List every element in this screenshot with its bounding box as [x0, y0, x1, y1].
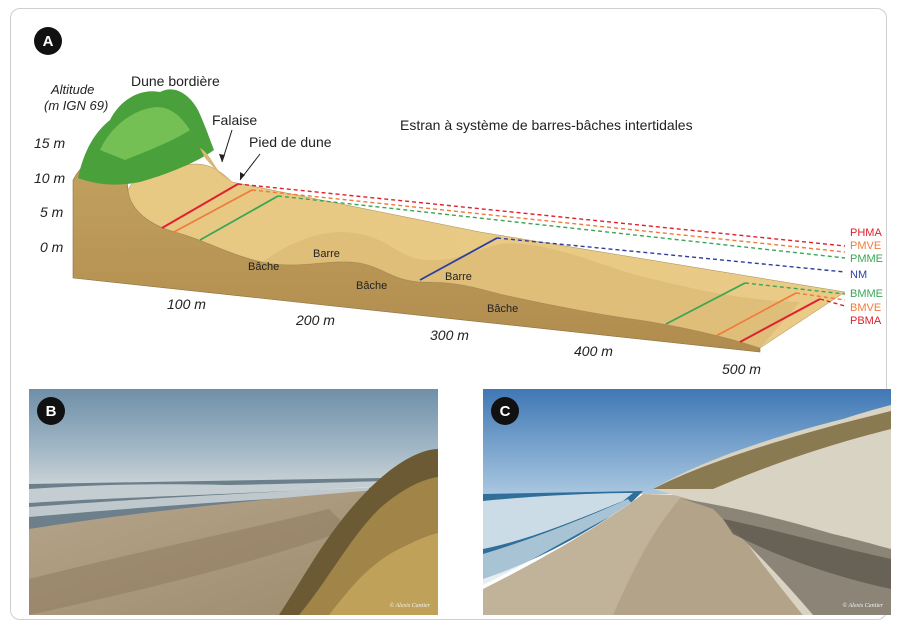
bar-shading — [262, 232, 800, 348]
level-line-pmme-a — [199, 195, 279, 241]
beach-profile-diagram: Altitude (m IGN 69) 15 m 10 m 5 m 0 m 10… — [34, 73, 883, 377]
photo-b: B © Alexis Cantier — [29, 389, 438, 615]
level-line-bmme-a — [665, 282, 746, 325]
axis-title-altitude: Altitude — [50, 82, 94, 97]
panel-b-badge: B — [37, 397, 65, 425]
level-line-pbma-a — [739, 298, 821, 343]
panel-a-badge: A — [34, 27, 62, 55]
axis-title-unit: (m IGN 69) — [44, 98, 108, 113]
dash-nm — [496, 237, 846, 273]
level-line-nm-a — [419, 237, 498, 281]
panel-c-badge: C — [491, 397, 519, 425]
dune-cliff — [200, 148, 238, 184]
y-tick-10: 10 m — [34, 170, 65, 186]
x-tick-200: 200 m — [295, 312, 335, 328]
label-bache-2: Bâche — [356, 280, 387, 292]
y-tick-0: 0 m — [40, 239, 64, 255]
level-label-phma: PHMA — [850, 227, 882, 239]
x-tick-400: 400 m — [574, 343, 613, 359]
level-line-pmve-a — [173, 189, 253, 233]
label-falaise: Falaise — [212, 112, 257, 128]
y-tick-5: 5 m — [40, 204, 64, 220]
level-line-bmve-a — [715, 292, 797, 337]
label-barre-2: Barre — [445, 271, 472, 283]
photo-b-credit: © Alexis Cantier — [389, 603, 430, 609]
label-barre-1: Barre — [313, 248, 340, 260]
pied-arrowhead — [240, 172, 245, 180]
dash-pmve — [251, 189, 846, 253]
photo-c-credit: © Alexis Cantier — [842, 603, 883, 609]
x-tick-100: 100 m — [167, 296, 206, 312]
photo-c: C © Alexis Cantier — [483, 389, 891, 615]
level-label-bmme: BMME — [850, 288, 883, 300]
label-pied-de-dune: Pied de dune — [249, 134, 332, 150]
level-line-phma-a — [161, 183, 239, 229]
dash-bmme — [744, 282, 846, 295]
label-bache-1: Bâche — [248, 261, 279, 273]
y-tick-15: 15 m — [34, 135, 65, 151]
dash-bmve — [795, 292, 846, 301]
level-label-nm: NM — [850, 269, 867, 281]
label-bache-3: Bâche — [487, 303, 518, 315]
dune-grass-highlight — [100, 107, 190, 160]
level-label-bmve: BMVE — [850, 302, 881, 314]
label-dune-bordiere: Dune bordière — [131, 73, 220, 89]
falaise-arrowhead — [219, 154, 225, 162]
x-tick-500: 500 m — [722, 361, 761, 377]
level-label-pbma: PBMA — [850, 315, 882, 327]
dash-pbma — [819, 298, 846, 307]
x-tick-300: 300 m — [430, 327, 469, 343]
dash-phma — [237, 183, 846, 247]
level-label-pmme: PMME — [850, 253, 883, 265]
label-estran: Estran à système de barres-bâches intert… — [400, 117, 693, 133]
level-label-pmve: PMVE — [850, 240, 881, 252]
